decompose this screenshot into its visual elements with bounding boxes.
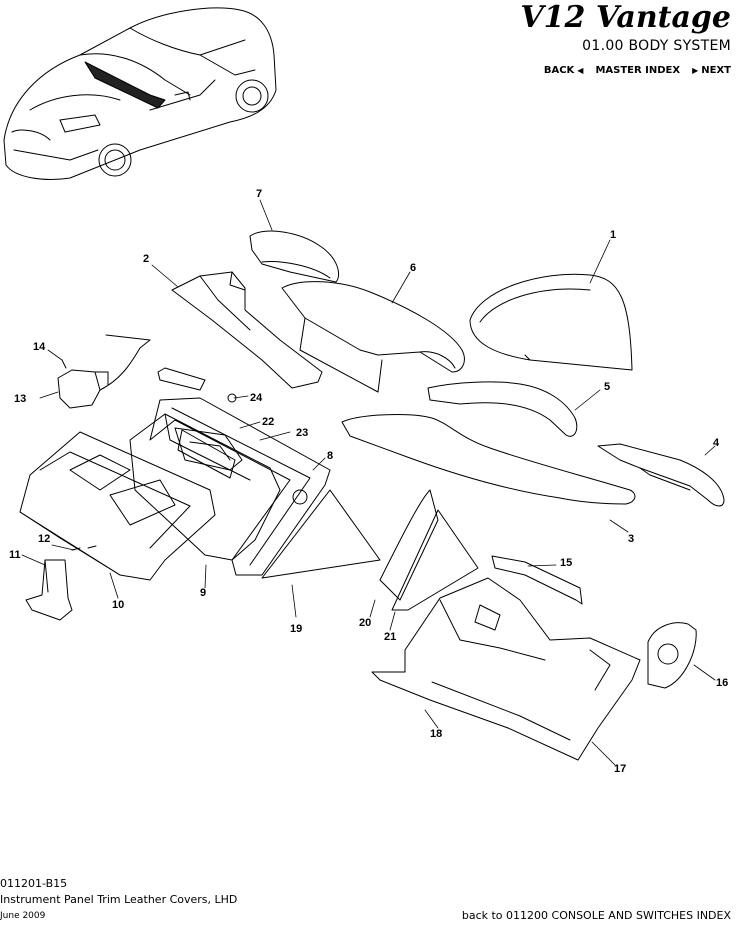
callout-8: 8	[327, 450, 333, 462]
car-locator-illustration	[3, 7, 277, 180]
next-label: NEXT	[701, 65, 731, 76]
callout-23: 23	[296, 427, 308, 439]
part-19-panel-sheet	[261, 489, 381, 579]
callout-14: 14	[33, 341, 46, 353]
part-17-18-lower-module	[371, 577, 641, 761]
callout-18: 18	[430, 728, 442, 740]
navigation-bar: BACK ◀ MASTER INDEX ▶ NEXT	[544, 65, 731, 76]
callout-11: 11	[9, 549, 21, 561]
part-8-bezel-frame	[149, 397, 331, 576]
callout-3: 3	[628, 533, 634, 545]
callout-19: 19	[290, 623, 302, 635]
part-16-vent-surround	[647, 622, 697, 689]
callout-16: 16	[716, 677, 728, 689]
callout-9: 9	[200, 587, 206, 599]
right-arrow-icon: ▶	[692, 66, 699, 75]
callout-20: 20	[359, 617, 371, 629]
callout-22: 22	[262, 416, 274, 428]
callout-24: 24	[250, 392, 263, 404]
section-title: 01.00 BODY SYSTEM	[582, 38, 731, 54]
callout-2: 2	[143, 253, 149, 265]
back-label: BACK	[543, 65, 575, 76]
diagram-code: 011201-B15	[0, 877, 68, 890]
part-11-bracket	[25, 559, 73, 621]
next-link[interactable]: ▶ NEXT	[692, 65, 731, 76]
left-arrow-icon: ◀	[577, 66, 584, 75]
leader-lines	[21, 199, 716, 766]
diagram-title: Instrument Panel Trim Leather Covers, LH…	[0, 893, 238, 906]
back-to-index-link[interactable]: back to 011200 CONSOLE AND SWITCHES INDE…	[461, 909, 731, 922]
callout-10: 10	[112, 599, 124, 611]
callout-12: 12	[38, 533, 50, 545]
part-15-trim-rail	[491, 555, 583, 605]
part-6-centre-pad	[281, 281, 465, 393]
diagram-date: June 2009	[0, 911, 46, 921]
part-7-curved-pad	[249, 230, 340, 283]
part-3-lower-trim	[341, 414, 636, 505]
callout-4: 4	[713, 437, 720, 449]
callout-13: 13	[14, 393, 26, 405]
callout-1: 1	[610, 229, 616, 241]
v12-vantage-logo: V12 Vantage	[520, 0, 731, 35]
part-13-switch-module	[57, 334, 151, 409]
back-link[interactable]: BACK ◀	[544, 65, 584, 76]
master-index-label: MASTER INDEX	[595, 65, 681, 76]
part-20-21-side-covers	[379, 489, 479, 611]
part-10-lower-panel	[19, 431, 216, 581]
callout-17: 17	[614, 763, 626, 775]
callout-21: 21	[384, 631, 396, 643]
master-index-link[interactable]: MASTER INDEX	[595, 65, 680, 76]
callout-5: 5	[604, 381, 610, 393]
part-5-trim-strip	[427, 381, 578, 437]
callout-15: 15	[560, 557, 572, 569]
part-1-top-pad	[469, 273, 633, 371]
callout-labels: 1 2 3 4 5 6 7 8 9 10 11 12 13 14 15 16 1…	[9, 188, 728, 775]
callout-6: 6	[410, 262, 416, 274]
part-14-screw	[61, 359, 67, 369]
switch-panel	[157, 367, 206, 391]
part-22-23-gauge-pod	[174, 427, 243, 471]
callout-7: 7	[256, 188, 262, 200]
part-4-end-cap	[597, 443, 725, 507]
part-2-side-trim	[171, 271, 323, 389]
